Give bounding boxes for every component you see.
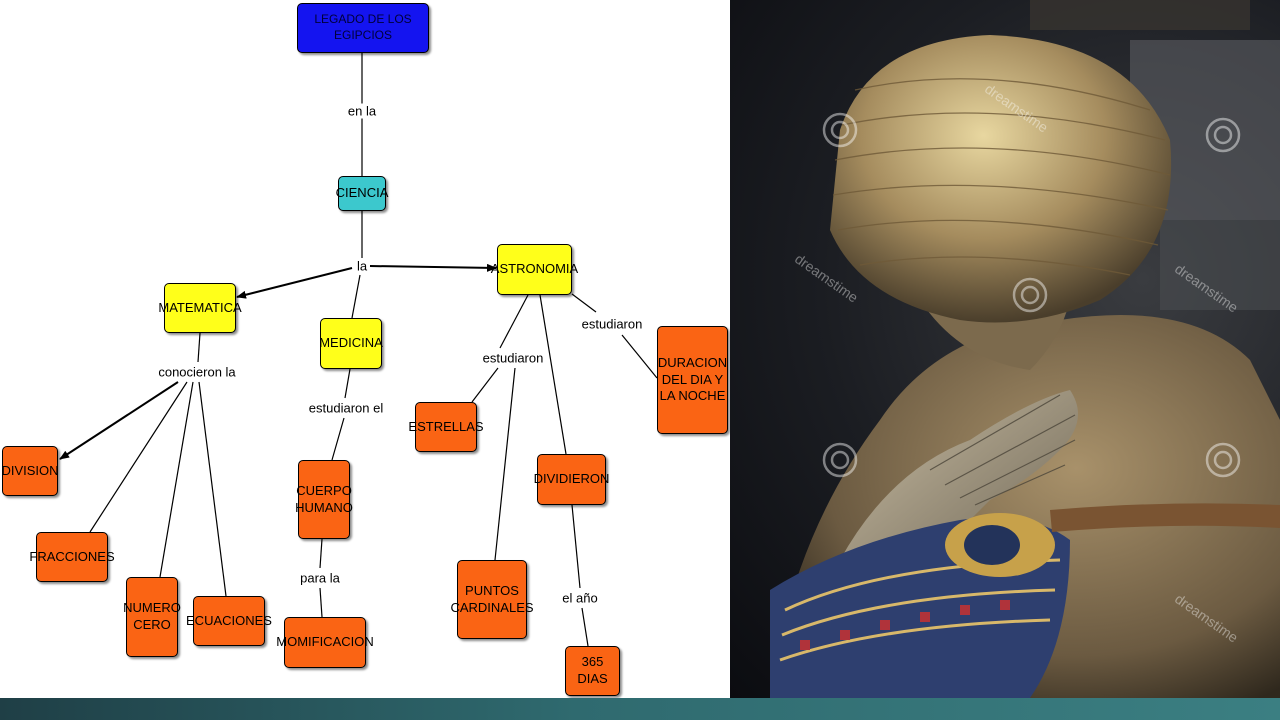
concept-map-connectors (59, 52, 658, 647)
edge-dividieron-elano (571, 504, 581, 589)
mummy-illustration (770, 0, 1280, 698)
edge-conocieron-fracciones (89, 381, 188, 533)
link-label-estudiaron-2: estudiaron (579, 316, 645, 332)
node-legado[interactable]: LEGADO DE LOS EGIPCIOS (297, 3, 429, 53)
edge-elano-365 (581, 607, 589, 647)
edge-astronomia-estudiaron2 (571, 293, 597, 313)
node-fracciones[interactable]: FRACCIONES (29, 532, 115, 582)
edge-la-matematica (236, 267, 353, 299)
node-numero-cero[interactable]: NUMERO CERO (123, 577, 181, 657)
edge-astronomia-estudiaron (499, 294, 529, 349)
node-cuerpo-humano[interactable]: CUERPO HUMANO (295, 460, 353, 539)
edge-estudiaron-cuerpo (331, 417, 345, 461)
edge-la-astronomia (369, 263, 497, 272)
edge-matematica-conocieron (197, 332, 201, 363)
edge-estudiaron2-duracion (621, 334, 658, 379)
node-estrellas[interactable]: ESTRELLAS (408, 402, 484, 452)
footer-bar (0, 698, 1280, 720)
link-label-conocieron-la: conocieron la (156, 364, 238, 380)
mummy-photo: dreamstime dreamstime dreamstime dreamst… (730, 0, 1280, 698)
link-label-en-la: en la (345, 103, 379, 119)
edge-conocieron-numero (159, 381, 194, 578)
link-label-la: la (354, 258, 370, 274)
edge-medicina-estudiaron (344, 368, 351, 399)
node-ciencia[interactable]: CIENCIA (336, 176, 388, 211)
node-matematica[interactable]: MATEMATICA (158, 283, 242, 333)
edge-conocieron-ecuaciones (198, 381, 227, 597)
link-label-estudiaron-1: estudiaron (480, 350, 546, 366)
edge-cuerpo-para (319, 538, 323, 569)
edge-para-momificacion (319, 587, 323, 618)
node-momificacion[interactable]: MOMIFICACION (276, 617, 374, 668)
link-label-el-ano: el año (560, 590, 600, 606)
node-ecuaciones[interactable]: ECUACIONES (186, 596, 272, 646)
node-365-dias[interactable]: 365 DIAS (565, 646, 620, 696)
edge-estudiaron-puntos (494, 367, 516, 561)
node-puntos-cardinales[interactable]: PUNTOS CARDINALES (450, 560, 534, 639)
edge-estudiaron-estrellas (471, 367, 499, 403)
concept-map: LEGADO DE LOS EGIPCIOS CIENCIA MATEMATIC… (1, 3, 728, 696)
node-medicina[interactable]: MEDICINA (319, 318, 383, 369)
node-astronomia[interactable]: ASTRONOMIA (491, 244, 578, 295)
edge-conocieron-division (59, 381, 179, 460)
edge-astronomia-dividieron (539, 294, 567, 455)
node-division[interactable]: DIVISION (1, 446, 59, 496)
link-label-estudiaron-el: estudiaron el (306, 400, 386, 416)
link-label-para-la: para la (298, 570, 342, 586)
node-duracion[interactable]: DURACION DEL DIA Y LA NOCHE (657, 326, 728, 434)
node-dividieron[interactable]: DIVIDIERON (534, 454, 609, 505)
edge-la-medicina (351, 274, 361, 319)
